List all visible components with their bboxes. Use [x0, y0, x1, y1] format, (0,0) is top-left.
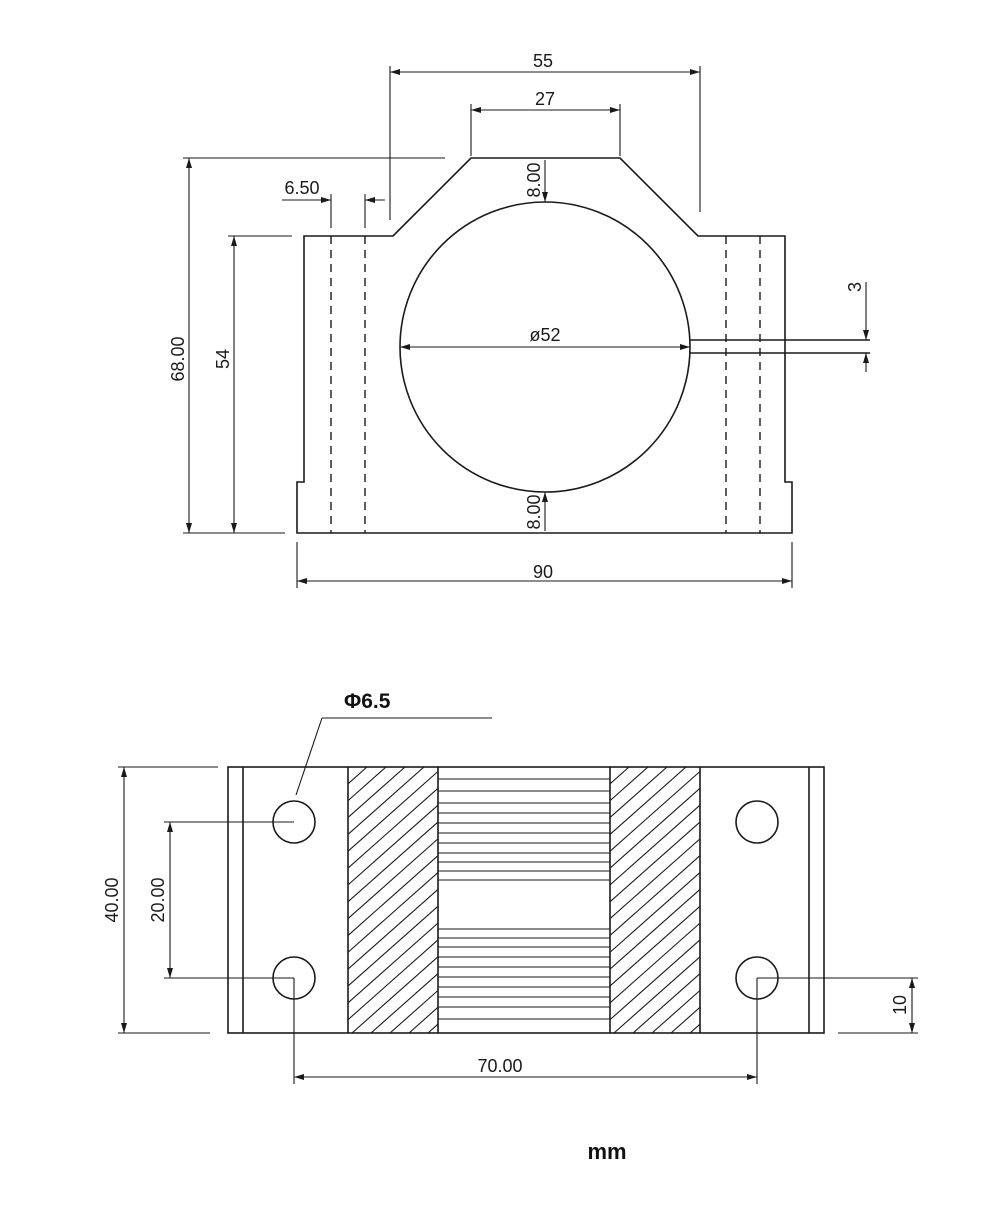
- dim-label-8-top: 8.00: [524, 162, 544, 197]
- hatch-line: [348, 838, 438, 920]
- dim-label-3: 3: [845, 282, 865, 292]
- dimension-10: 10: [757, 977, 918, 1034]
- dim-label-68: 68.00: [168, 336, 188, 381]
- dimension-40: 40.00: [102, 766, 218, 1034]
- hatch-line: [728, 767, 1000, 1033]
- hatch-line: [610, 770, 700, 852]
- hatch-line: [348, 871, 438, 954]
- hatch-line: [348, 821, 438, 903]
- hatch-line: [348, 767, 425, 836]
- hatch-line: [610, 922, 700, 1004]
- hole-callout: Φ6.5: [295, 690, 492, 796]
- hatch-line: [348, 767, 387, 802]
- hatch-line: [610, 905, 700, 987]
- dimension-55: 55: [389, 51, 701, 220]
- bore-section-lines: [438, 778, 610, 1020]
- hatch-line: [610, 767, 611, 768]
- base-outline: [227, 766, 825, 1034]
- dimension-6-50: 6.50: [282, 178, 385, 228]
- unit-label: mm: [587, 1139, 626, 1164]
- dimension-3: 3: [845, 282, 869, 372]
- hatch-line: [348, 770, 438, 852]
- dim-label-40: 40.00: [102, 877, 122, 922]
- dimension-8-top: 8.00: [524, 160, 548, 202]
- hatch-line: [370, 972, 438, 1033]
- hatch-line: [348, 767, 406, 819]
- dim-label-6-50: 6.50: [284, 178, 319, 198]
- hatch-line: [348, 854, 438, 937]
- hatch-line: [610, 787, 700, 869]
- hatch-line: [348, 922, 438, 1004]
- hatch-line: [610, 804, 700, 886]
- hatch-line: [351, 956, 438, 1033]
- hatch-line: [610, 871, 700, 954]
- hatch-line: [610, 767, 630, 785]
- hatch-line: [447, 767, 747, 1033]
- hatch-line: [348, 905, 438, 987]
- hatch-line: [610, 767, 649, 802]
- dim-label-27: 27: [535, 89, 555, 109]
- hatch-line: [348, 939, 438, 1021]
- hole-callout-label: Φ6.5: [344, 690, 391, 713]
- dim-label-8-bottom: 8.00: [524, 494, 544, 529]
- hatch-line: [427, 1023, 438, 1033]
- hatch-line: [610, 854, 700, 937]
- hatch-line: [348, 888, 438, 970]
- dim-label-10: 10: [890, 995, 910, 1015]
- dimension-54: 54: [213, 235, 292, 533]
- hatch-line: [389, 989, 438, 1033]
- dim-label-90: 90: [533, 562, 553, 582]
- dim-label-55: 55: [533, 51, 553, 71]
- dim-label-54: 54: [213, 349, 233, 369]
- dim-label-20: 20.00: [148, 877, 168, 922]
- hatch-line: [610, 838, 700, 920]
- dimension-68: 68.00: [168, 157, 445, 534]
- hatch-line: [348, 787, 438, 869]
- hatch-line: [610, 939, 700, 1021]
- dim-label-70: 70.00: [477, 1056, 522, 1076]
- hatch-line: [651, 989, 700, 1033]
- dim-label-bore: ø52: [529, 325, 560, 345]
- hatch-line: [689, 1023, 700, 1033]
- hatch-left: [348, 767, 766, 1033]
- hatch-line: [610, 767, 687, 836]
- mount-hole: [735, 800, 779, 844]
- dimension-bore: ø52: [400, 325, 690, 350]
- dimension-90: 90: [296, 542, 793, 588]
- dimension-70: 70.00: [293, 978, 758, 1084]
- front-view: 55 27 68.00 54 6.50: [168, 51, 870, 588]
- hatch-line: [348, 804, 438, 886]
- hatch-right: [610, 767, 1000, 1033]
- hatch-line: [408, 1006, 438, 1033]
- dimension-20: 20.00: [148, 821, 294, 979]
- hatch-line: [610, 767, 668, 819]
- dimension-8-bottom: 8.00: [524, 492, 548, 531]
- hatch-line: [632, 972, 700, 1033]
- top-view: Φ6.5 40.00 20.00 70.00 10: [102, 690, 1000, 1084]
- dimension-27: 27: [470, 89, 621, 156]
- hatch-line: [670, 1006, 700, 1033]
- hatch-line: [610, 888, 700, 970]
- hatch-line: [613, 956, 700, 1033]
- hatch-line: [709, 767, 1000, 1033]
- hatch-line: [610, 821, 700, 903]
- hatch-line: [466, 767, 766, 1033]
- hatch-line: [348, 767, 349, 768]
- bracket-outline: [296, 157, 793, 534]
